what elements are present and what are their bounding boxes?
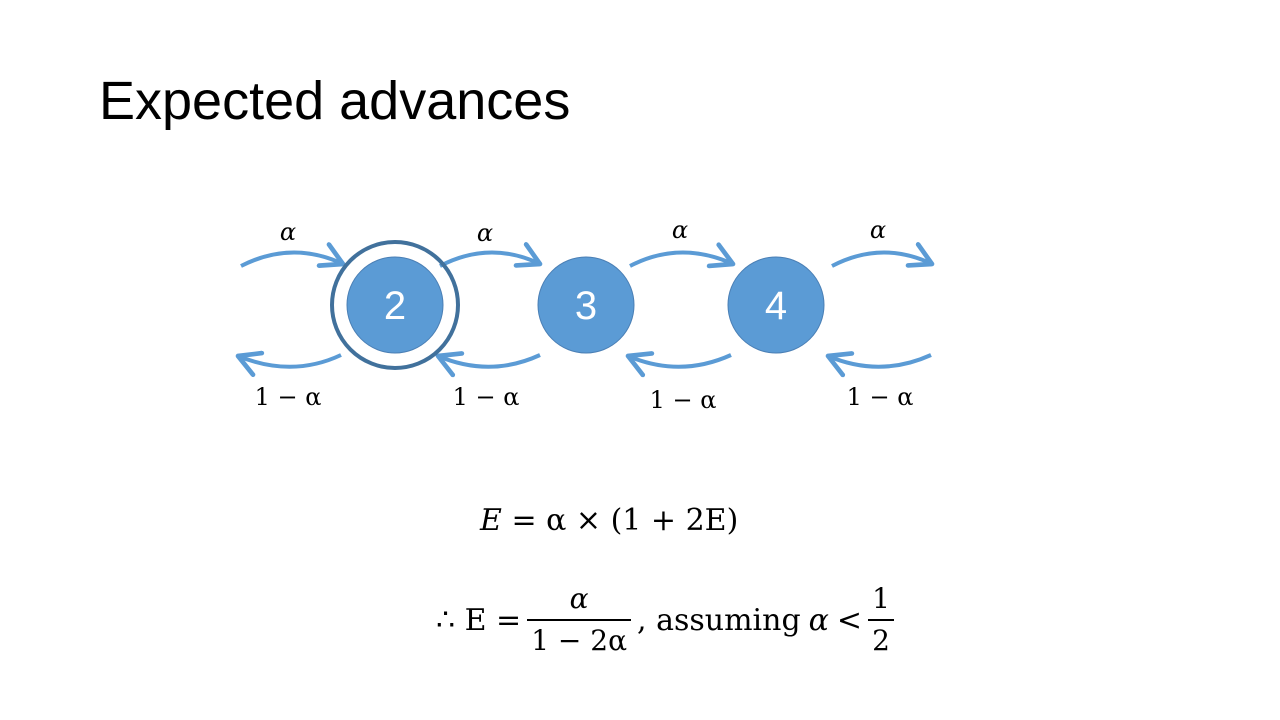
equation-expectation: E = α × (1 + 2E) bbox=[480, 503, 738, 538]
node-4: 4 bbox=[727, 256, 825, 354]
solution-prefix: ∴ E = bbox=[436, 602, 522, 638]
forward-label-1: α bbox=[280, 218, 296, 246]
solution-fraction: α 1 − 2α bbox=[527, 582, 632, 657]
forward-arrow-4 bbox=[831, 242, 935, 268]
backward-label-3: 1 − α bbox=[650, 386, 717, 414]
backward-label-1: 1 − α bbox=[255, 383, 322, 411]
node-3-label: 3 bbox=[575, 284, 597, 328]
equation-rhs: = α × (1 + 2E) bbox=[501, 503, 739, 538]
current-state-ring bbox=[330, 240, 460, 370]
backward-label-2: 1 − α bbox=[453, 383, 520, 411]
solution-numerator: α bbox=[569, 582, 589, 615]
backward-arrow-4 bbox=[825, 351, 932, 378]
backward-arrow-3 bbox=[625, 351, 732, 378]
fraction-bar bbox=[527, 619, 632, 621]
backward-label-4: 1 − α bbox=[847, 383, 914, 411]
solution-denominator: 1 − 2α bbox=[531, 624, 628, 657]
assumption-text: , assuming bbox=[637, 602, 801, 638]
node-2: 2 bbox=[346, 256, 444, 354]
equation-solution: ∴ E = α 1 − 2α , assuming α < 1 2 bbox=[436, 585, 900, 655]
forward-arrow-3 bbox=[629, 242, 736, 269]
assumption-denominator: 2 bbox=[872, 624, 890, 657]
slide-title: Expected advances bbox=[99, 71, 571, 131]
backward-arrow-1 bbox=[235, 350, 342, 378]
node-2-label: 2 bbox=[384, 284, 406, 328]
assumption-fraction: 1 2 bbox=[868, 585, 894, 655]
assumption-variable: α bbox=[808, 602, 829, 638]
node-4-label: 4 bbox=[765, 284, 787, 328]
equation-lhs: E bbox=[480, 503, 502, 538]
less-than-sign: < bbox=[836, 602, 863, 638]
backward-arrow-2 bbox=[435, 351, 541, 378]
forward-arrow-1 bbox=[240, 242, 346, 268]
forward-label-2: α bbox=[477, 219, 493, 247]
node-3: 3 bbox=[537, 256, 635, 354]
forward-arrow-2 bbox=[439, 242, 543, 268]
assumption-fraction-bar bbox=[868, 619, 894, 621]
forward-label-4: α bbox=[870, 216, 886, 244]
assumption-numerator: 1 bbox=[872, 582, 890, 615]
forward-label-3: α bbox=[672, 216, 688, 244]
